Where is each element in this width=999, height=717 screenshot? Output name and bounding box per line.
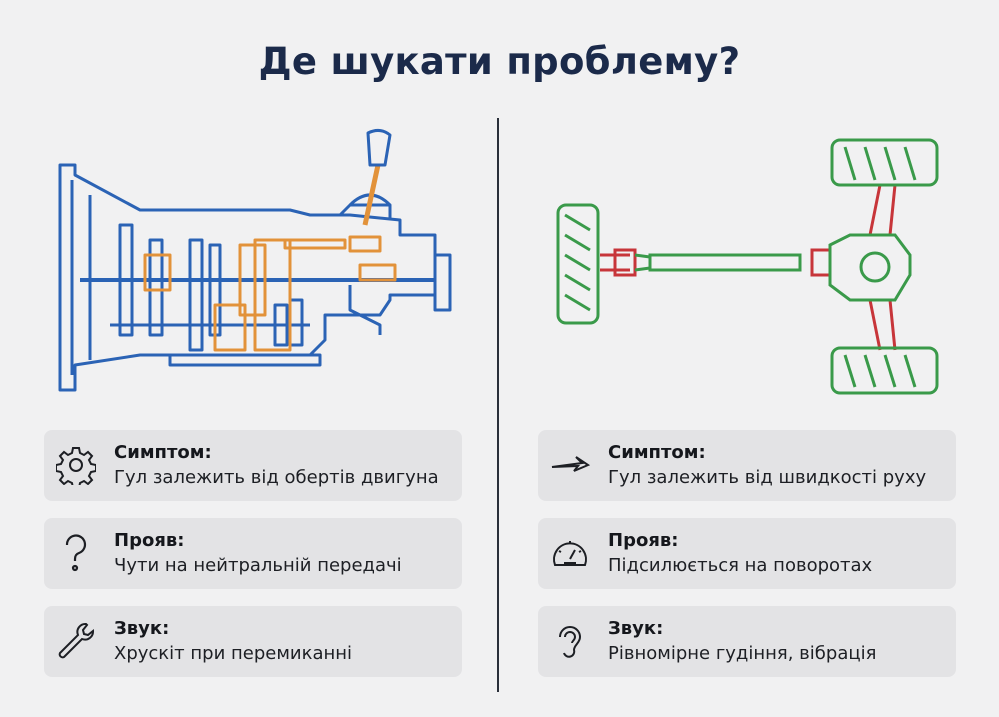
drivetrain-diagram — [556, 138, 939, 395]
sound-card-drivetrain: Звук: Рівномірне гудіння, вібрація — [538, 606, 956, 677]
card-label: Симптом: — [608, 442, 706, 463]
card-value: Підсилюється на поворотах — [608, 555, 873, 576]
manifestation-card-drivetrain: Прояв: Підсилюється на поворотах — [538, 518, 956, 589]
divider — [497, 118, 499, 692]
speedometer-icon — [553, 541, 587, 566]
card-value: Хрускіт при перемиканні — [114, 643, 353, 664]
gear-icon — [56, 447, 96, 485]
card-value: Чути на нейтральній передачі — [114, 555, 402, 576]
arrow-icon — [551, 456, 590, 472]
card-label: Прояв: — [114, 530, 185, 551]
symptom-card-transmission: Симптом: Гул залежить від обертів двигун… — [44, 430, 462, 501]
card-value: Гул залежить від швидкості руху — [608, 467, 927, 488]
manifestation-card-transmission: Прояв: Чути на нейтральній передачі — [44, 518, 462, 589]
card-label: Звук: — [114, 618, 170, 639]
symptom-card-drivetrain: Симптом: Гул залежить від швидкості руху — [538, 430, 956, 501]
card-label: Звук: — [608, 618, 664, 639]
card-label: Симптом: — [114, 442, 212, 463]
question-icon — [65, 534, 87, 572]
sound-card-transmission: Звук: Хрускіт при перемиканні — [44, 606, 462, 677]
card-value: Рівномірне гудіння, вібрація — [608, 643, 877, 664]
ear-icon — [559, 626, 582, 658]
page-title: Де шукати проблему? — [258, 40, 741, 83]
card-label: Прояв: — [608, 530, 679, 551]
transmission-diagram — [58, 128, 452, 392]
wrench-icon — [58, 623, 94, 659]
card-value: Гул залежить від обертів двигуна — [114, 467, 439, 488]
